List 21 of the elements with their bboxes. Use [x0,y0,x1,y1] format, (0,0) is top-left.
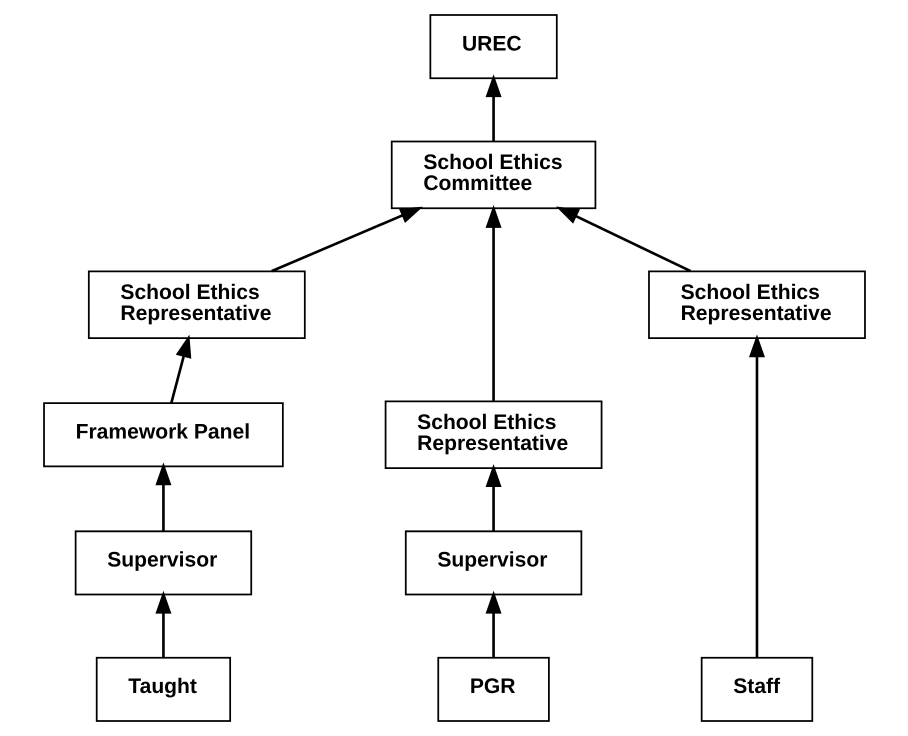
node-box: Staff [700,656,813,722]
arrow [270,206,422,272]
node-box: School Ethics Representative [87,270,306,340]
node-box: School Ethics Representative [384,400,602,469]
arrow [748,334,764,658]
arrow [154,590,171,658]
node-box: PGR [436,656,550,722]
node-box: Taught [95,656,231,722]
arrow [154,462,171,531]
arrow [485,464,502,531]
node-box: Supervisor [74,530,252,596]
arrow [485,204,502,402]
node-box: School Ethics Committee [390,140,596,210]
arrow [170,334,191,404]
node-box: School Ethics Representative [648,270,866,340]
arrow [555,206,691,272]
node-box: Supervisor [404,530,582,596]
arrow [485,590,502,658]
arrow [485,74,502,141]
node-box: UREC [428,14,558,80]
node-box: Framework Panel [42,402,284,468]
